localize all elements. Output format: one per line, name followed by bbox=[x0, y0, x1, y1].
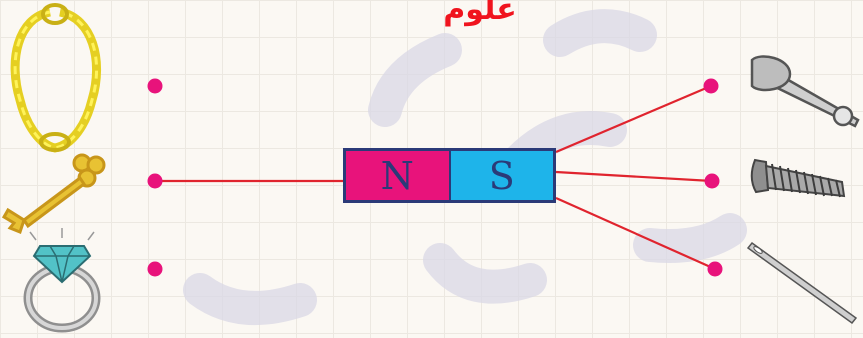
needle-icon bbox=[748, 243, 856, 323]
diamond-ring-icon bbox=[28, 228, 96, 328]
dot-needle[interactable] bbox=[708, 262, 723, 277]
safety-pin-icon bbox=[752, 56, 858, 126]
dot-safety-pin[interactable] bbox=[704, 79, 719, 94]
dot-gold-chain[interactable] bbox=[148, 79, 163, 94]
connection-line-screw bbox=[556, 172, 712, 181]
dot-screw[interactable] bbox=[705, 174, 720, 189]
key-icon bbox=[4, 155, 104, 232]
gold-chain-icon bbox=[15, 5, 96, 150]
south-pole-label: S bbox=[451, 151, 554, 200]
north-pole-label: N bbox=[346, 151, 451, 200]
dot-diamond-ring[interactable] bbox=[148, 262, 163, 277]
page-title: علوم bbox=[405, 0, 555, 34]
screw-icon bbox=[752, 160, 844, 197]
bar-magnet: N S bbox=[343, 148, 556, 203]
dot-key[interactable] bbox=[148, 174, 163, 189]
